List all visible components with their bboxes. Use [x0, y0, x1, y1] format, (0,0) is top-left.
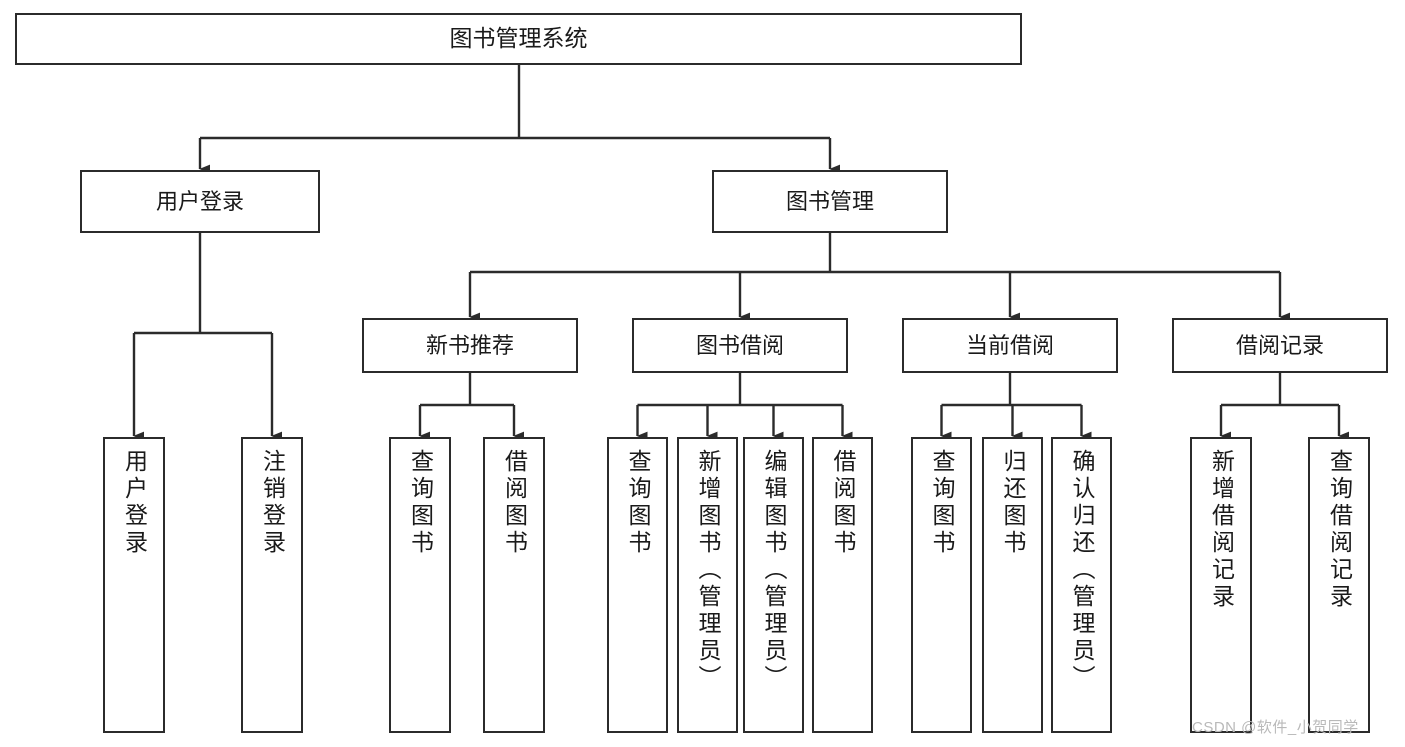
node-label: 图书借阅 — [695, 332, 784, 358]
node-leaf-query-borrow-record[interactable]: 查询借阅记录 — [1308, 437, 1370, 733]
node-leaf-add-book-admin[interactable]: 新增图书（管理员） — [677, 437, 738, 733]
edges — [132, 65, 1350, 441]
node-label: 查询图书 — [625, 449, 651, 557]
node-leaf-query-book-borrow[interactable]: 查询图书 — [607, 437, 668, 733]
node-leaf-user-logout[interactable]: 注销登录 — [241, 437, 303, 733]
node-label: 查询图书 — [407, 449, 434, 557]
node-leaf-user-login[interactable]: 用户登录 — [103, 437, 165, 733]
node-leaf-borrow-book[interactable]: 借阅图书 — [812, 437, 873, 733]
node-leaf-confirm-return-admin[interactable]: 确认归还（管理员） — [1051, 437, 1112, 733]
node-book-borrow[interactable]: 图书借阅 — [632, 318, 848, 373]
node-label: 编辑图书（管理员） — [761, 449, 787, 692]
node-leaf-query-book-rec[interactable]: 查询图书 — [389, 437, 451, 733]
node-label: 新书推荐 — [425, 332, 514, 358]
node-label: 查询借阅记录 — [1326, 449, 1353, 611]
node-label: 借阅图书 — [501, 449, 528, 557]
node-label: 用户登录 — [121, 449, 148, 557]
node-label: 归还图书 — [1000, 449, 1026, 557]
node-book-manage[interactable]: 图书管理 — [712, 170, 948, 233]
node-label: 当前借阅 — [965, 332, 1054, 358]
node-label: 借阅记录 — [1235, 332, 1324, 358]
node-user-login[interactable]: 用户登录 — [80, 170, 320, 233]
node-label: 新增借阅记录 — [1208, 449, 1235, 611]
node-label: 借阅图书 — [830, 449, 856, 557]
node-leaf-add-borrow-record[interactable]: 新增借阅记录 — [1190, 437, 1252, 733]
node-label: 确认归还（管理员） — [1069, 449, 1095, 692]
node-leaf-query-book-current[interactable]: 查询图书 — [911, 437, 972, 733]
node-leaf-borrow-book-rec[interactable]: 借阅图书 — [483, 437, 545, 733]
node-new-book-recommend[interactable]: 新书推荐 — [362, 318, 578, 373]
node-label: 用户登录 — [155, 188, 244, 214]
node-current-borrow[interactable]: 当前借阅 — [902, 318, 1118, 373]
node-leaf-edit-book-admin[interactable]: 编辑图书（管理员） — [743, 437, 804, 733]
node-label: 查询图书 — [929, 449, 955, 557]
node-leaf-return-book[interactable]: 归还图书 — [982, 437, 1043, 733]
node-label: 图书管理系统 — [449, 25, 588, 52]
node-label: 新增图书（管理员） — [695, 449, 721, 692]
csdn-watermark: CSDN @软件_小贺同学 — [1192, 719, 1359, 736]
node-borrow-record[interactable]: 借阅记录 — [1172, 318, 1388, 373]
node-label: 注销登录 — [259, 449, 286, 557]
node-root[interactable]: 图书管理系统 — [15, 13, 1022, 65]
node-label: 图书管理 — [785, 188, 874, 214]
